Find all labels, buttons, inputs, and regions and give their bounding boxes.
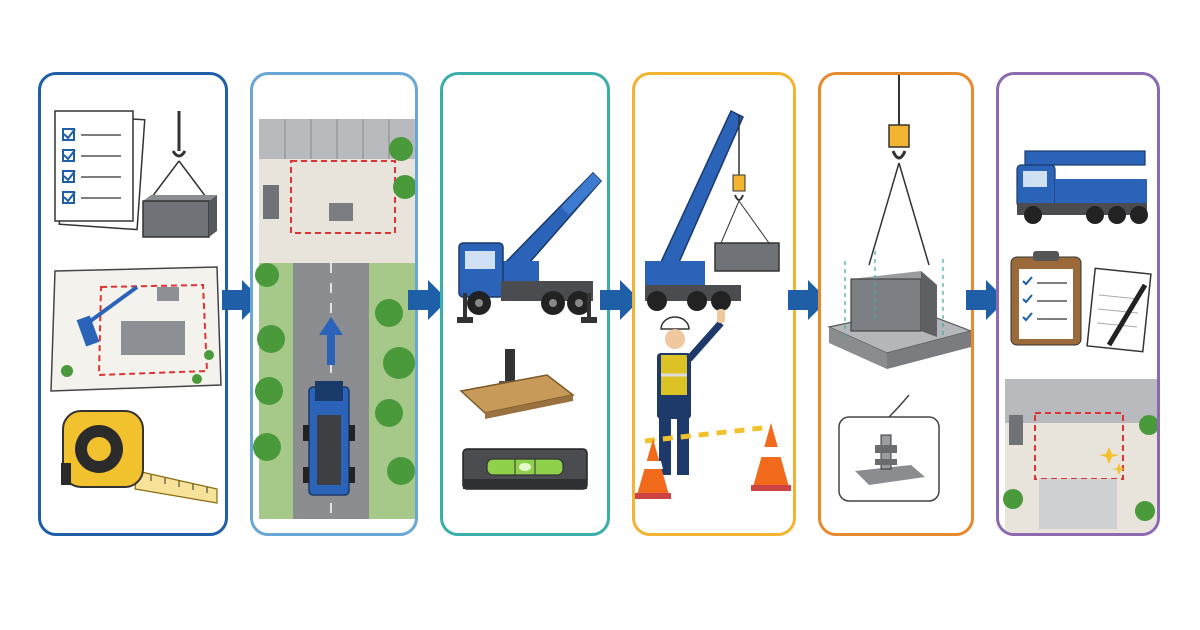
crane-hook-icon	[142, 111, 217, 238]
site-plan-icon	[50, 266, 222, 392]
checklist-icon	[54, 110, 146, 231]
crane-hook-icon	[868, 75, 930, 266]
truck-crane-icon	[457, 171, 603, 323]
spirit-level-icon	[462, 448, 588, 490]
truck-crane-icon	[303, 381, 355, 496]
flow-arrow-2	[408, 280, 448, 320]
outrigger-pad-icon	[459, 349, 575, 419]
flow-arrow-3	[600, 280, 640, 320]
step-panel-planning	[38, 72, 228, 536]
tape-measure-icon	[61, 410, 218, 504]
truck-crane-icon	[645, 109, 744, 311]
step-panel-placement	[818, 72, 974, 536]
traffic-cone-icon	[635, 423, 791, 499]
anchor-bolt-icon	[838, 394, 940, 502]
crane-hook-icon	[714, 174, 780, 272]
signal-worker-icon	[657, 309, 725, 475]
step-panel-inspection	[996, 72, 1160, 536]
step-panel-crane-setup	[440, 72, 610, 536]
step-panel-lifting	[632, 72, 796, 536]
notepad-icon	[1086, 267, 1152, 353]
step-panel-site-access	[250, 72, 418, 536]
clipboard-icon	[1010, 251, 1082, 346]
truck-crane-icon	[1016, 150, 1148, 224]
tree-icon	[253, 137, 415, 485]
